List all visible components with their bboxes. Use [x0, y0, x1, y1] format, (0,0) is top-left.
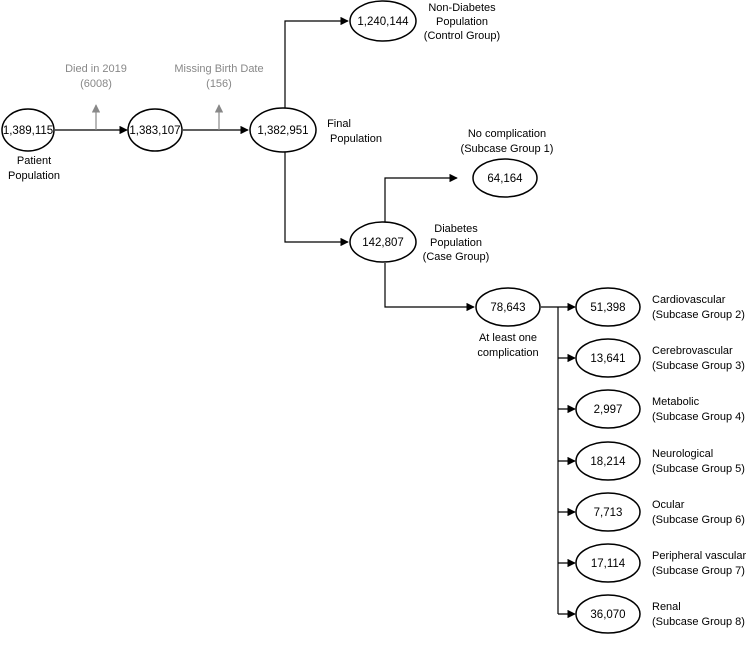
- subgroup-node: 17,114 Peripheral vascular (Subcase Group …: [575, 543, 746, 583]
- subgroup-group: (Subcase Group 7): [652, 565, 745, 577]
- edge-final-to-case: [284, 152, 349, 247]
- exclusion-count: (6008): [80, 78, 112, 90]
- subgroup-value: 51,398: [590, 302, 625, 314]
- node-label: (Control Group): [424, 30, 500, 42]
- edges: [55, 16, 576, 619]
- node-case-group: 142,807 Diabetes Population (Case Group): [349, 221, 490, 263]
- node-ellipse: [575, 441, 641, 481]
- node-label: Diabetes: [434, 223, 478, 235]
- subgroup-group: (Subcase Group 8): [652, 616, 745, 628]
- complication-subgroups: 51,398 Cardiovascular (Subcase Group 2) 13,…: [575, 287, 746, 634]
- subgroup-node: 18,214 Neurological (Subcase Group 5): [575, 441, 745, 481]
- subgroup-node: 51,398 Cardiovascular (Subcase Group 2): [575, 287, 745, 327]
- node-label: Non-Diabetes: [428, 2, 496, 14]
- node-ellipse: [575, 543, 641, 583]
- node-label: Population: [8, 170, 60, 182]
- subgroup-name: Renal: [652, 601, 681, 613]
- exclusion-count: (156): [206, 78, 232, 90]
- node-value: 64,164: [487, 173, 523, 185]
- subgroup-value: 18,214: [590, 456, 626, 468]
- subgroup-group: (Subcase Group 6): [652, 514, 745, 526]
- subgroup-value: 17,114: [591, 558, 626, 570]
- node-ellipse: [575, 492, 641, 532]
- subgroup-name: Ocular: [652, 499, 685, 511]
- node-ellipse: [575, 338, 641, 378]
- node-at-least-one-complication: 78,643 At least one complication: [475, 287, 541, 359]
- node-value: 1,240,144: [357, 16, 409, 28]
- node-ellipse: [575, 389, 641, 429]
- exclusion-label: Died in 2019: [65, 63, 127, 75]
- node-ellipse: [1, 108, 55, 152]
- exclusion-label: Missing Birth Date: [174, 63, 263, 75]
- complication-branches: [558, 302, 576, 619]
- subgroup-value: 2,997: [594, 404, 623, 416]
- node-label: Final: [327, 118, 351, 130]
- node-ellipse: [475, 287, 541, 327]
- node-no-complication: 64,164 No complication (Subcase Group 1): [461, 128, 554, 198]
- node-label: Population: [430, 237, 482, 249]
- subgroup-group: (Subcase Group 2): [652, 309, 745, 321]
- subgroup-group: (Subcase Group 4): [652, 411, 745, 423]
- node-label: Patient: [17, 155, 51, 167]
- subgroup-node: 2,997 Metabolic (Subcase Group 4): [575, 389, 745, 429]
- node-value: 1,383,107: [129, 125, 180, 137]
- edge-case-to-at-least-one: [384, 263, 475, 312]
- node-label: (Case Group): [423, 251, 490, 263]
- node-value: 142,807: [362, 237, 404, 249]
- node-final-population: 1,382,951 Final Population: [249, 107, 382, 153]
- exclusion-died: Died in 2019 (6008): [65, 63, 127, 90]
- subgroup-node: 13,641 Cerebrovascular (Subcase Group 3): [575, 338, 745, 378]
- node-label: Population: [436, 16, 488, 28]
- subgroup-node: 7,713 Ocular (Subcase Group 6): [575, 492, 745, 532]
- node-ellipse: [575, 287, 641, 327]
- subgroup-group: (Subcase Group 5): [652, 463, 745, 475]
- node-label: No complication: [468, 128, 546, 140]
- node-ellipse: [349, 0, 417, 42]
- edge-case-to-no-complication: [384, 173, 458, 222]
- node-ellipse: [249, 107, 317, 153]
- node-value: 1,389,115: [3, 125, 53, 137]
- node-label: At least one: [479, 332, 537, 344]
- edge-final-to-control: [284, 16, 349, 108]
- node-ellipse: [472, 158, 538, 198]
- node-ellipse: [127, 108, 183, 152]
- node-after-deaths: 1,383,107: [127, 108, 183, 152]
- node-label: (Subcase Group 1): [461, 143, 554, 155]
- node-label: Population: [330, 133, 382, 145]
- exclusion-missing-birth: Missing Birth Date (156): [174, 63, 263, 90]
- node-control-group: 1,240,144 Non-Diabetes Population (Contr…: [349, 0, 500, 42]
- node-value: 78,643: [490, 302, 525, 314]
- subgroup-value: 7,713: [594, 507, 623, 519]
- subgroup-name: Metabolic: [652, 396, 700, 408]
- subgroup-group: (Subcase Group 3): [652, 360, 745, 372]
- subgroup-name: Cardiovascular: [652, 294, 726, 306]
- subgroup-name: Neurological: [652, 448, 713, 460]
- node-value: 1,382,951: [257, 125, 308, 137]
- subgroup-name: Peripheral vascular: [652, 550, 746, 562]
- subgroup-name: Cerebrovascular: [652, 345, 733, 357]
- subgroup-value: 36,070: [590, 609, 625, 621]
- node-ellipse: [349, 221, 417, 263]
- subgroup-node: 36,070 Renal (Subcase Group 8): [575, 594, 745, 634]
- node-patient-population: 1,389,115 Patient Population: [1, 108, 60, 182]
- subgroup-value: 13,641: [590, 353, 625, 365]
- node-ellipse: [575, 594, 641, 634]
- node-label: complication: [477, 347, 538, 359]
